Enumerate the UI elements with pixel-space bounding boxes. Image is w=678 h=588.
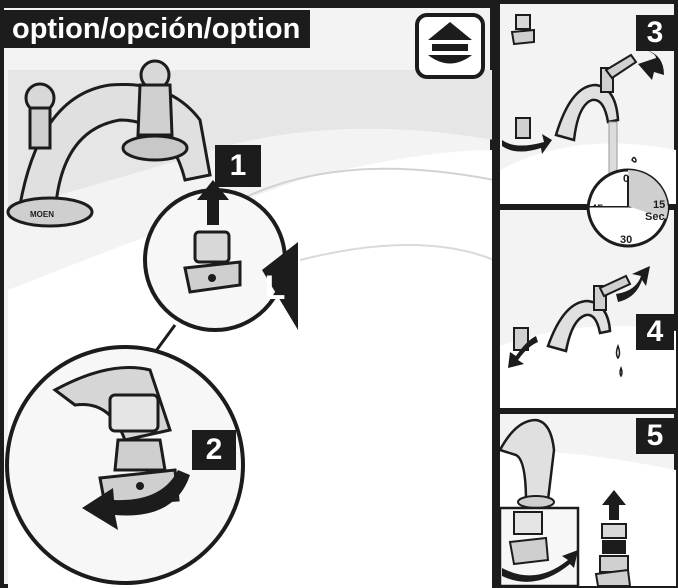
- main-panel: MOEN: [0, 0, 494, 588]
- timer-unit: Sec.: [645, 211, 668, 223]
- hot-water-aerator-icon: [417, 15, 483, 77]
- step-5-panel: 5: [496, 410, 678, 588]
- step-5-badge: 5: [636, 418, 674, 454]
- step-2-badge: 2: [192, 430, 236, 470]
- step-3-panel: 3 0 45: [496, 0, 678, 206]
- step-3-badge: 3: [636, 15, 674, 51]
- callout-letter-l: L: [262, 268, 288, 308]
- step-1-badge: 1: [215, 145, 261, 187]
- panel-divider: [492, 0, 498, 588]
- main-illustration: MOEN: [0, 0, 494, 588]
- timer-mark-30: 30: [620, 234, 632, 246]
- step-4-badge: 4: [636, 314, 674, 350]
- timer-mark-15: 15: [653, 199, 665, 211]
- option-title: option/opción/option: [0, 10, 310, 48]
- svg-text:MOEN: MOEN: [30, 210, 54, 219]
- step-4-illustration: [496, 206, 678, 410]
- timer-mark-0: 0: [623, 173, 629, 185]
- aerator-key-icon: [512, 15, 534, 44]
- left-handle: [26, 84, 54, 148]
- step-4-panel: 4 30: [496, 206, 678, 410]
